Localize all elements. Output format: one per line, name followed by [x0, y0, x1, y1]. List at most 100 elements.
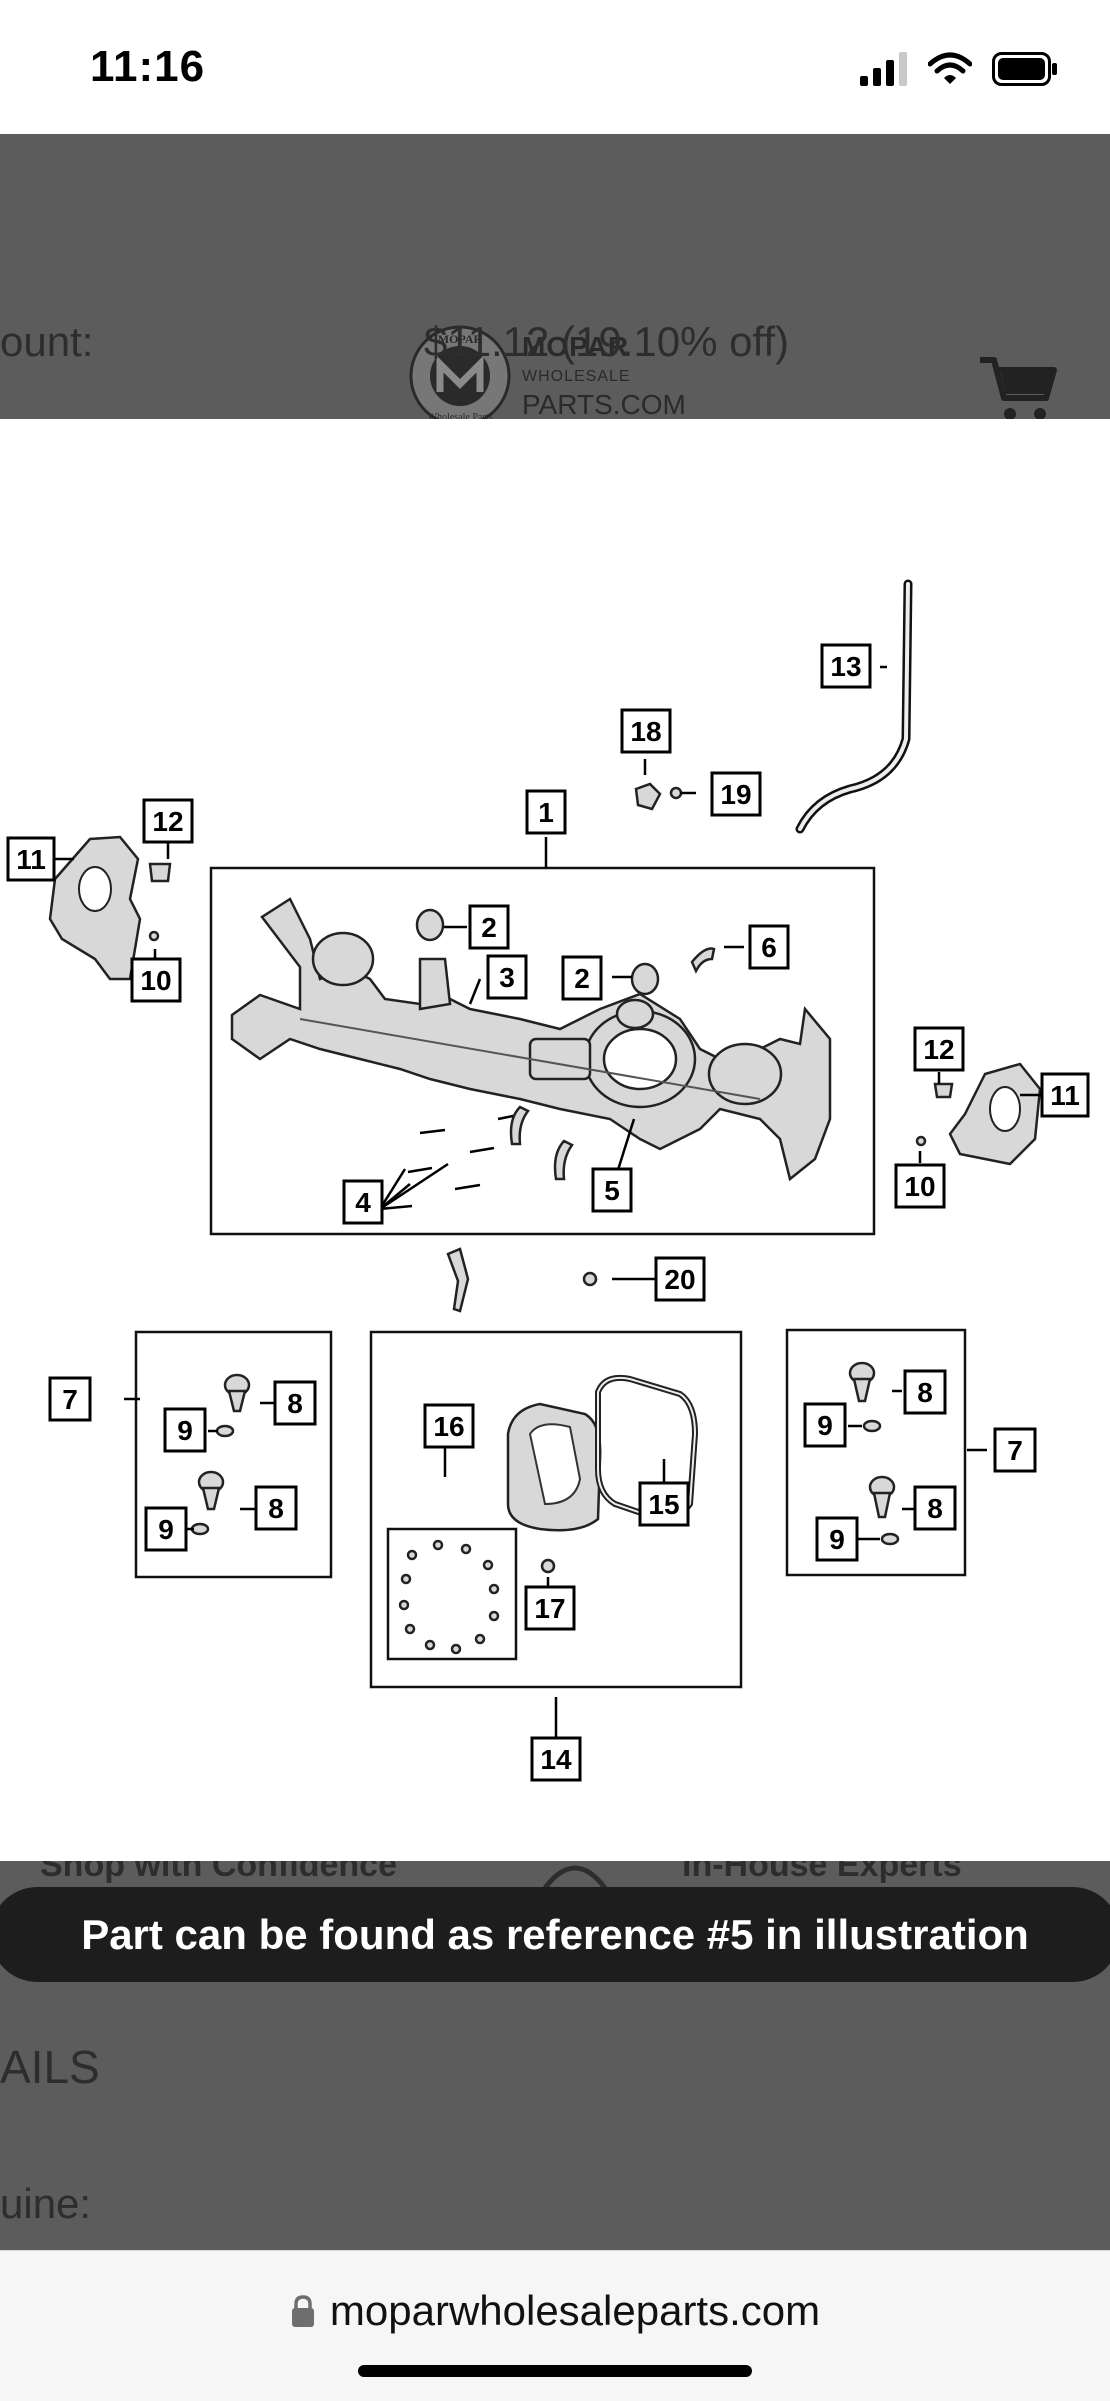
- callout-18-label: 18: [630, 716, 661, 747]
- fill-plug-part: [540, 1558, 556, 1574]
- logo-line-2: WHOLESALE: [522, 368, 631, 385]
- callout-12-right[interactable]: 12: [913, 1026, 965, 1072]
- callout-14[interactable]: 14: [530, 1736, 582, 1782]
- callout-11-left[interactable]: 11: [6, 836, 56, 882]
- status-time: 11:16: [90, 42, 206, 91]
- cart-icon[interactable]: [978, 354, 1058, 424]
- signal-icon: [860, 52, 907, 86]
- cover-kit-frame: [369, 1330, 743, 1689]
- callout-9a-label: 9: [177, 1415, 193, 1446]
- callout-7-right[interactable]: 7: [993, 1427, 1037, 1473]
- callout-17-label: 17: [534, 1593, 565, 1624]
- callout-9a[interactable]: 9: [163, 1407, 207, 1453]
- site-logo[interactable]: MOPAR Wholesale Parts MOPAR WHOLESALE PA…: [408, 324, 686, 428]
- status-bar: 11:16: [0, 0, 1110, 134]
- callout-3[interactable]: 3: [486, 954, 528, 1000]
- details-heading: AILS: [0, 2041, 100, 2093]
- callout-5-label: 5: [604, 1175, 620, 1206]
- ball-joint-frame-right: [785, 1328, 967, 1577]
- bushing-left-part: [148, 862, 172, 883]
- url-field[interactable]: moparwholesaleparts.com: [0, 2287, 1110, 2335]
- callout-2a[interactable]: 2: [468, 904, 510, 950]
- callout-9b-label: 9: [158, 1514, 174, 1545]
- seal-part: [669, 786, 683, 800]
- callout-13-label: 13: [830, 651, 861, 682]
- callout-8d[interactable]: 8: [913, 1485, 957, 1531]
- toast-message: Part can be found as reference #5 in ill…: [81, 1910, 1029, 1958]
- wifi-icon: [928, 52, 972, 84]
- discount-label: ount:: [0, 318, 94, 365]
- parts-diagram[interactable]: 1 2 3 2 6 4 5 13 18 19 11 12 10 12 11 10…: [0, 419, 1110, 1861]
- callout-12-left[interactable]: 12: [142, 798, 194, 844]
- sensor-part: [634, 782, 662, 811]
- reference-toast[interactable]: Part can be found as reference #5 in ill…: [0, 1887, 1110, 1982]
- callout-9d[interactable]: 9: [815, 1516, 859, 1562]
- discount-value: $11.12 (19.10% off): [424, 318, 790, 365]
- genuine-label: uine:: [0, 2180, 92, 2227]
- bolts-part: [407, 1113, 519, 1191]
- url-text: moparwholesaleparts.com: [329, 2287, 821, 2334]
- callout-9c[interactable]: 9: [803, 1402, 847, 1448]
- callout-3-label: 3: [499, 962, 515, 993]
- callout-17[interactable]: 17: [524, 1585, 576, 1631]
- callout-20-label: 20: [664, 1264, 695, 1295]
- callout-11-right[interactable]: 11: [1040, 1072, 1090, 1118]
- callout-10-right-label: 10: [904, 1171, 935, 1202]
- callout-13[interactable]: 13: [820, 643, 872, 689]
- status-icons: [860, 52, 1058, 86]
- callout-9b[interactable]: 9: [144, 1506, 188, 1552]
- bolt-set-frame: [386, 1527, 518, 1661]
- callout-7-left-label: 7: [62, 1384, 78, 1415]
- callout-15[interactable]: 15: [638, 1481, 690, 1527]
- callout-1-label: 1: [538, 797, 554, 828]
- battery-icon: [992, 52, 1057, 86]
- axle-housing-part: [230, 897, 832, 1182]
- callout-18[interactable]: 18: [620, 708, 672, 754]
- vent-tube-part: [795, 579, 913, 834]
- logo-line-3: PARTS.COM: [522, 389, 686, 420]
- bracket-part-a: [509, 1105, 530, 1146]
- home-indicator[interactable]: [358, 2365, 752, 2377]
- callout-11-left-label: 11: [16, 844, 46, 875]
- callout-9d-label: 9: [829, 1524, 845, 1555]
- mopar-seal-logo: MOPAR Wholesale Parts: [409, 325, 511, 427]
- callout-12-right-label: 12: [923, 1034, 954, 1065]
- callout-2b[interactable]: 2: [561, 955, 603, 1001]
- seal-text-bottom: Wholesale Parts: [428, 412, 493, 423]
- seal-text-top: MOPAR: [438, 332, 483, 346]
- callout-12-left-label: 12: [152, 806, 183, 837]
- callout-6-label: 6: [761, 932, 777, 963]
- callout-5[interactable]: 5: [591, 1167, 633, 1213]
- callout-19[interactable]: 19: [710, 771, 762, 817]
- callout-16-label: 16: [433, 1411, 464, 1442]
- callout-19-label: 19: [720, 779, 751, 810]
- ball-joints-right-part: [848, 1361, 900, 1546]
- callout-8a[interactable]: 8: [273, 1380, 317, 1426]
- ball-joint-frame-left: [134, 1330, 333, 1579]
- browser-url-bar[interactable]: moparwholesaleparts.com: [0, 2250, 1110, 2401]
- callout-4[interactable]: 4: [342, 1179, 384, 1225]
- callout-1[interactable]: 1: [525, 789, 567, 835]
- bushing-part-a: [415, 908, 445, 942]
- callout-8c-label: 8: [917, 1377, 933, 1408]
- callout-10-left[interactable]: 10: [130, 957, 182, 1003]
- clip-part: [446, 1247, 470, 1313]
- cover-bolts-part: [398, 1539, 500, 1655]
- callout-7-left[interactable]: 7: [48, 1376, 92, 1422]
- callout-2a-label: 2: [481, 912, 497, 943]
- logo-line-1: MOPAR: [522, 331, 630, 362]
- callout-4-label: 4: [355, 1187, 371, 1218]
- callout-8b[interactable]: 8: [254, 1485, 298, 1531]
- callout-10-right[interactable]: 10: [894, 1163, 946, 1209]
- callout-8d-label: 8: [927, 1493, 943, 1524]
- callout-6[interactable]: 6: [748, 924, 790, 970]
- callout-15-label: 15: [648, 1489, 679, 1520]
- callout-8c[interactable]: 8: [903, 1369, 947, 1415]
- callout-10-left-label: 10: [140, 965, 171, 996]
- nut-part: [582, 1271, 598, 1287]
- callout-8b-label: 8: [268, 1493, 284, 1524]
- callout-16[interactable]: 16: [423, 1403, 475, 1449]
- callout-11-right-label: 11: [1050, 1080, 1080, 1111]
- bracket-part-b: [553, 1139, 574, 1181]
- callout-20[interactable]: 20: [654, 1256, 706, 1302]
